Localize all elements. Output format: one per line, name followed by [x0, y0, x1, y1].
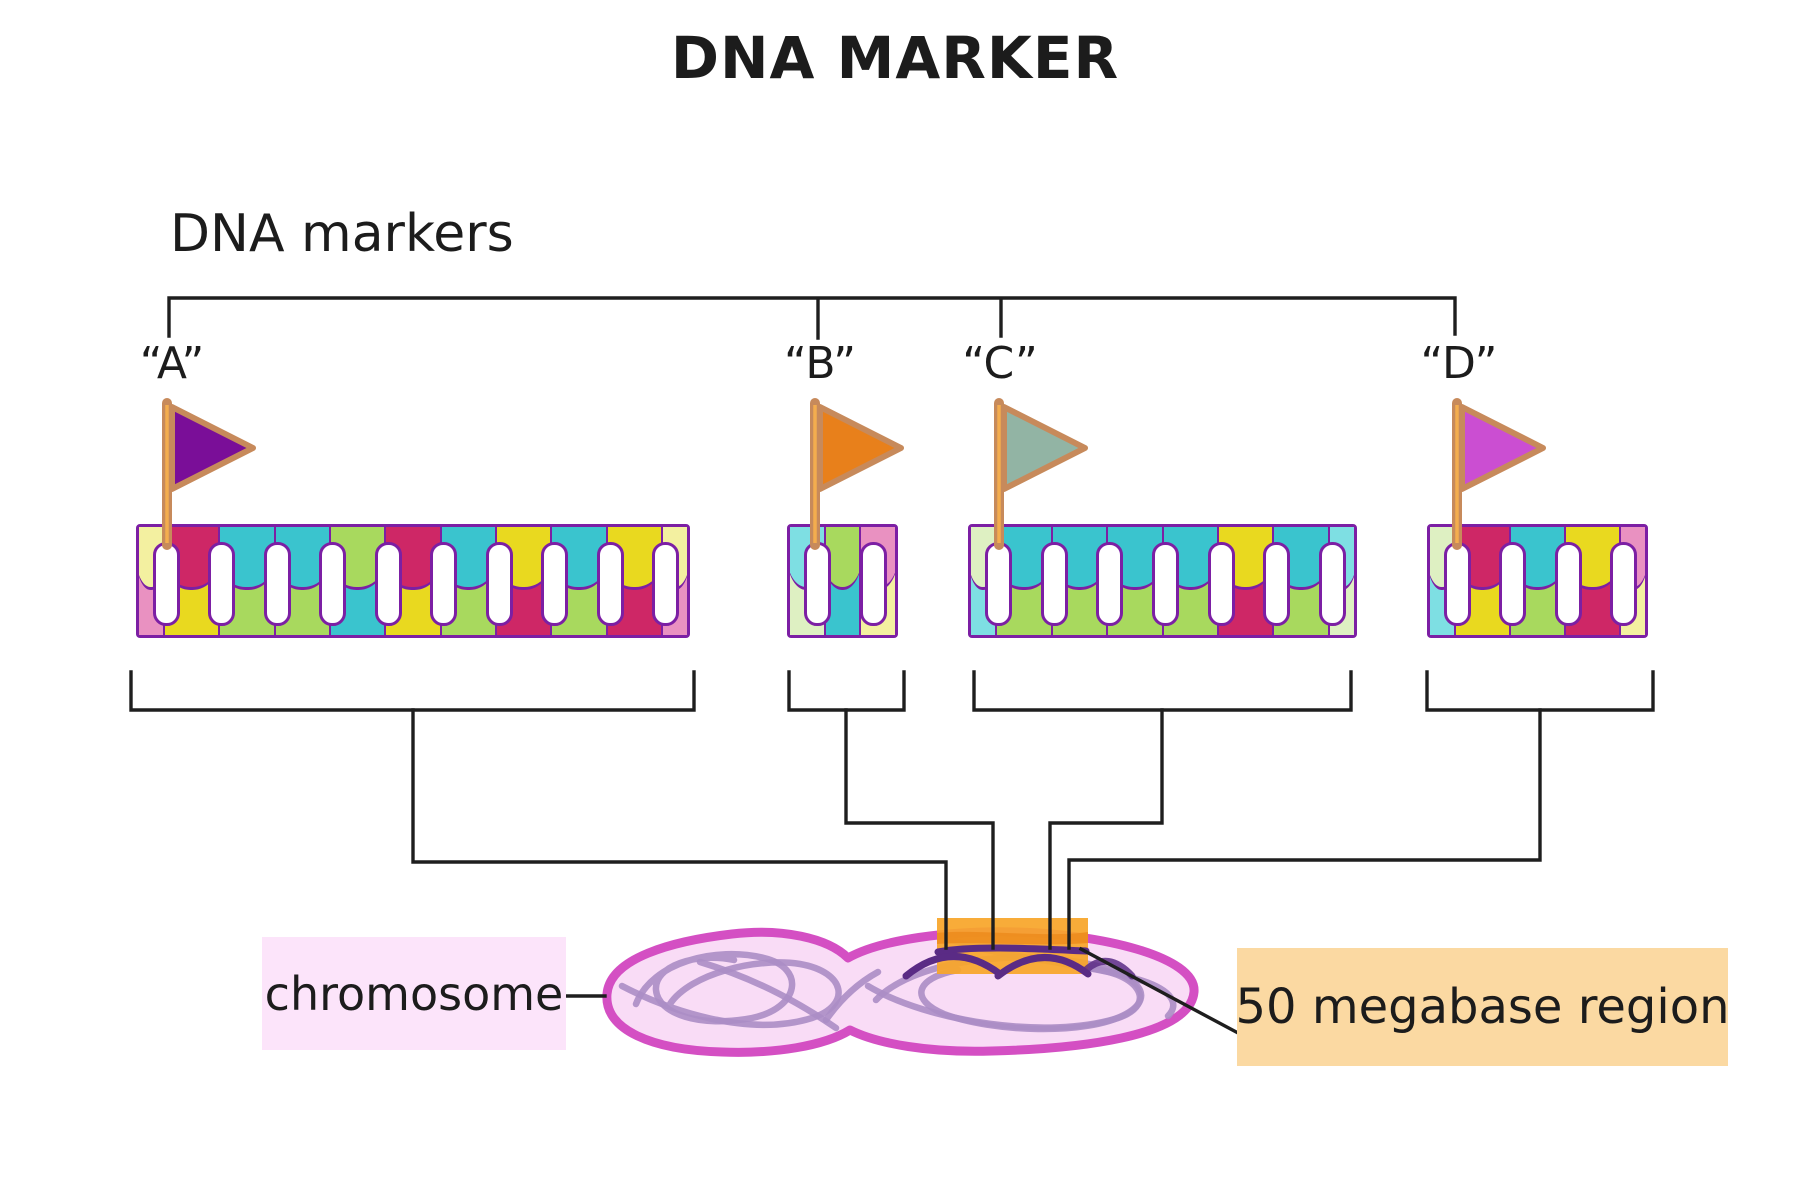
base-bar [263, 542, 291, 626]
megabase-region-label: 50 megabase region [1236, 948, 1730, 1066]
base-bar [1263, 542, 1291, 626]
base-bar [985, 542, 1012, 626]
base-bar [208, 542, 236, 626]
marker-label-a: “A” [139, 338, 205, 389]
base-bar [541, 542, 569, 626]
dna-block-a [136, 524, 690, 638]
base-bar [1096, 542, 1124, 626]
base-bar [374, 542, 402, 626]
dna-block-d [1427, 524, 1648, 638]
dna-block-c [968, 524, 1357, 638]
marker-label-c: “C” [962, 338, 1038, 389]
base-bar [1554, 542, 1582, 626]
base-bar [1444, 542, 1471, 626]
base-bar [860, 542, 887, 626]
base-bar [652, 542, 679, 626]
base-bar [1499, 542, 1527, 626]
base-bar [1040, 542, 1068, 626]
base-bar [804, 542, 831, 626]
base-bar [596, 542, 624, 626]
marker-label-b: “B” [783, 338, 856, 389]
base-bar [319, 542, 347, 626]
dna-markers-group-label: DNA markers [170, 204, 514, 264]
base-bar [485, 542, 513, 626]
chromosome-label: chromosome [262, 937, 566, 1050]
base-bar [430, 542, 458, 626]
base-bar [153, 542, 180, 626]
dna-segment-top [825, 527, 860, 591]
base-bar [1152, 542, 1179, 626]
base-bar [1610, 542, 1637, 626]
page-title: DNA MARKER [670, 24, 1120, 92]
base-bar [1207, 542, 1235, 626]
marker-label-d: “D” [1420, 338, 1498, 389]
dna-block-b [787, 524, 898, 638]
base-bar [1319, 542, 1346, 626]
